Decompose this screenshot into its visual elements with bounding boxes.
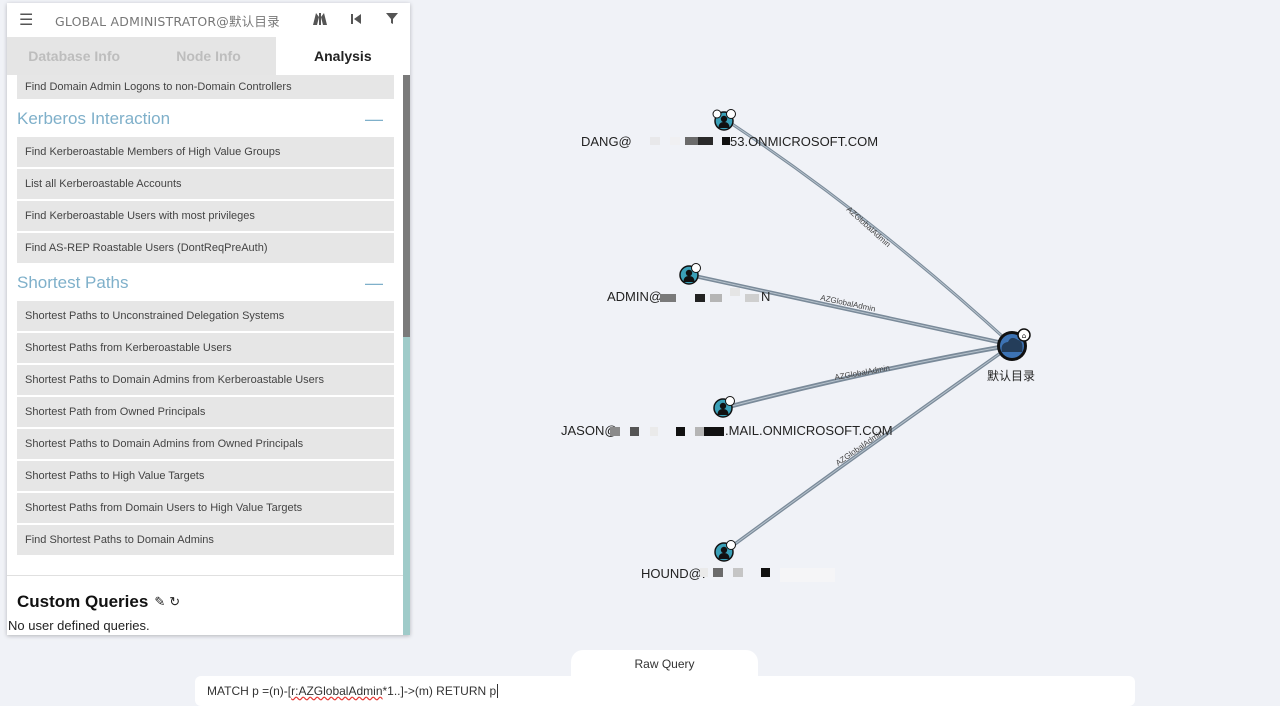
node-hound[interactable]: HOUND@. <box>641 540 835 583</box>
node-tenant[interactable]: ⌂ 默认目录 <box>987 328 1035 383</box>
query-item[interactable]: Find Kerberoastable Members of High Valu… <box>17 137 394 169</box>
redacted-block <box>650 137 730 145</box>
query-item[interactable]: Shortest Paths to Domain Admins from Own… <box>17 429 394 461</box>
section-title: Shortest Paths <box>17 273 129 292</box>
text-cursor <box>497 684 499 698</box>
edge-label-dang: AZGlobalAdmin <box>845 205 893 249</box>
query-item[interactable]: Shortest Paths to Domain Admins from Ker… <box>17 365 394 397</box>
tab-analysis[interactable]: Analysis <box>275 37 410 75</box>
analysis-content[interactable]: Find Domain Admin Logons to non-Domain C… <box>7 75 403 635</box>
query-item[interactable]: Shortest Paths to High Value Targets <box>17 461 394 493</box>
query-item[interactable]: List all Kerberoastable Accounts <box>17 169 394 201</box>
node-label-dang-suffix: 53.ONMICROSOFT.COM <box>730 134 878 149</box>
node-label-admin-suffix: N <box>761 289 770 304</box>
divider <box>7 575 403 576</box>
query-item[interactable]: Find Domain Admin Logons to non-Domain C… <box>17 75 394 101</box>
raw-query-flagged: r:AZGlobalAdmin <box>291 684 383 698</box>
filter-icon[interactable] <box>374 12 410 28</box>
back-icon[interactable] <box>338 12 374 28</box>
collapse-icon[interactable]: — <box>365 108 383 129</box>
edges <box>688 118 1015 554</box>
node-label-jason: JASON@ <box>561 423 618 438</box>
query-item[interactable]: Shortest Paths to Unconstrained Delegati… <box>17 301 394 333</box>
raw-query-prefix: MATCH p =(n)-[ <box>207 684 292 698</box>
scrollbar-thumb[interactable] <box>403 75 410 337</box>
collapse-icon[interactable]: — <box>365 272 383 293</box>
scrollbar[interactable] <box>403 75 410 635</box>
query-item[interactable]: Shortest Paths from Domain Users to High… <box>17 493 394 525</box>
empty-custom-queries: No user defined queries. <box>8 618 150 633</box>
section-shortest-paths: Shortest Paths — <box>7 265 403 301</box>
query-item[interactable]: Find AS-REP Roastable Users (DontReqPreA… <box>17 233 394 265</box>
node-dang[interactable]: DANG@ 53.ONMICROSOFT.COM <box>581 109 878 150</box>
node-admin[interactable]: ADMIN@ N <box>607 263 770 305</box>
path-finding-icon[interactable] <box>302 12 338 29</box>
node-jason[interactable]: JASON@ .MAIL.ONMICROSOFT.COM <box>561 396 893 439</box>
search-node-title[interactable]: GLOBAL ADMINISTRATOR@默认目录 <box>55 13 280 29</box>
query-item[interactable]: Find Kerberoastable Users with most priv… <box>17 201 394 233</box>
node-label-admin: ADMIN@ <box>607 289 662 304</box>
side-panel: ☰ GLOBAL ADMINISTRATOR@默认目录 Database Inf… <box>7 3 410 635</box>
query-item[interactable]: Find Shortest Paths to Domain Admins <box>17 525 394 557</box>
query-item[interactable]: Shortest Path from Owned Principals <box>17 397 394 429</box>
section-kerberos: Kerberos Interaction — <box>7 101 403 137</box>
redacted-block <box>700 568 835 582</box>
node-label-tenant: 默认目录 <box>987 368 1035 383</box>
node-label-dang: DANG@ <box>581 134 632 149</box>
node-label-hound: HOUND@. <box>641 566 705 581</box>
raw-query-input[interactable]: MATCH p =(n)-[r:AZGlobalAdmin*1..]->(m) … <box>195 676 1135 706</box>
custom-queries-header: Custom Queries ✎ ↻ <box>7 592 403 612</box>
tab-database-info[interactable]: Database Info <box>7 37 142 75</box>
refresh-icon[interactable]: ↻ <box>169 594 181 609</box>
pencil-icon[interactable]: ✎ <box>154 594 166 609</box>
panel-header: ☰ GLOBAL ADMINISTRATOR@默认目录 <box>7 3 410 37</box>
query-item[interactable]: Shortest Paths from Kerberoastable Users <box>17 333 394 365</box>
edge-label-jason: AZGlobalAdmin <box>834 363 891 382</box>
tab-node-info[interactable]: Node Info <box>141 37 276 75</box>
hamburger-icon[interactable]: ☰ <box>19 12 34 29</box>
raw-query-tab[interactable]: Raw Query <box>571 650 758 678</box>
node-label-jason-suffix: .MAIL.ONMICROSOFT.COM <box>725 423 893 438</box>
redacted-block <box>660 288 759 302</box>
svg-text:⌂: ⌂ <box>1022 332 1026 340</box>
custom-queries-title: Custom Queries <box>17 592 149 611</box>
redacted-block <box>610 427 724 436</box>
raw-query-suffix: *1..]->(m) RETURN p <box>382 684 497 698</box>
section-title: Kerberos Interaction <box>17 109 171 128</box>
tab-bar: Database Info Node Info Analysis <box>7 37 410 75</box>
